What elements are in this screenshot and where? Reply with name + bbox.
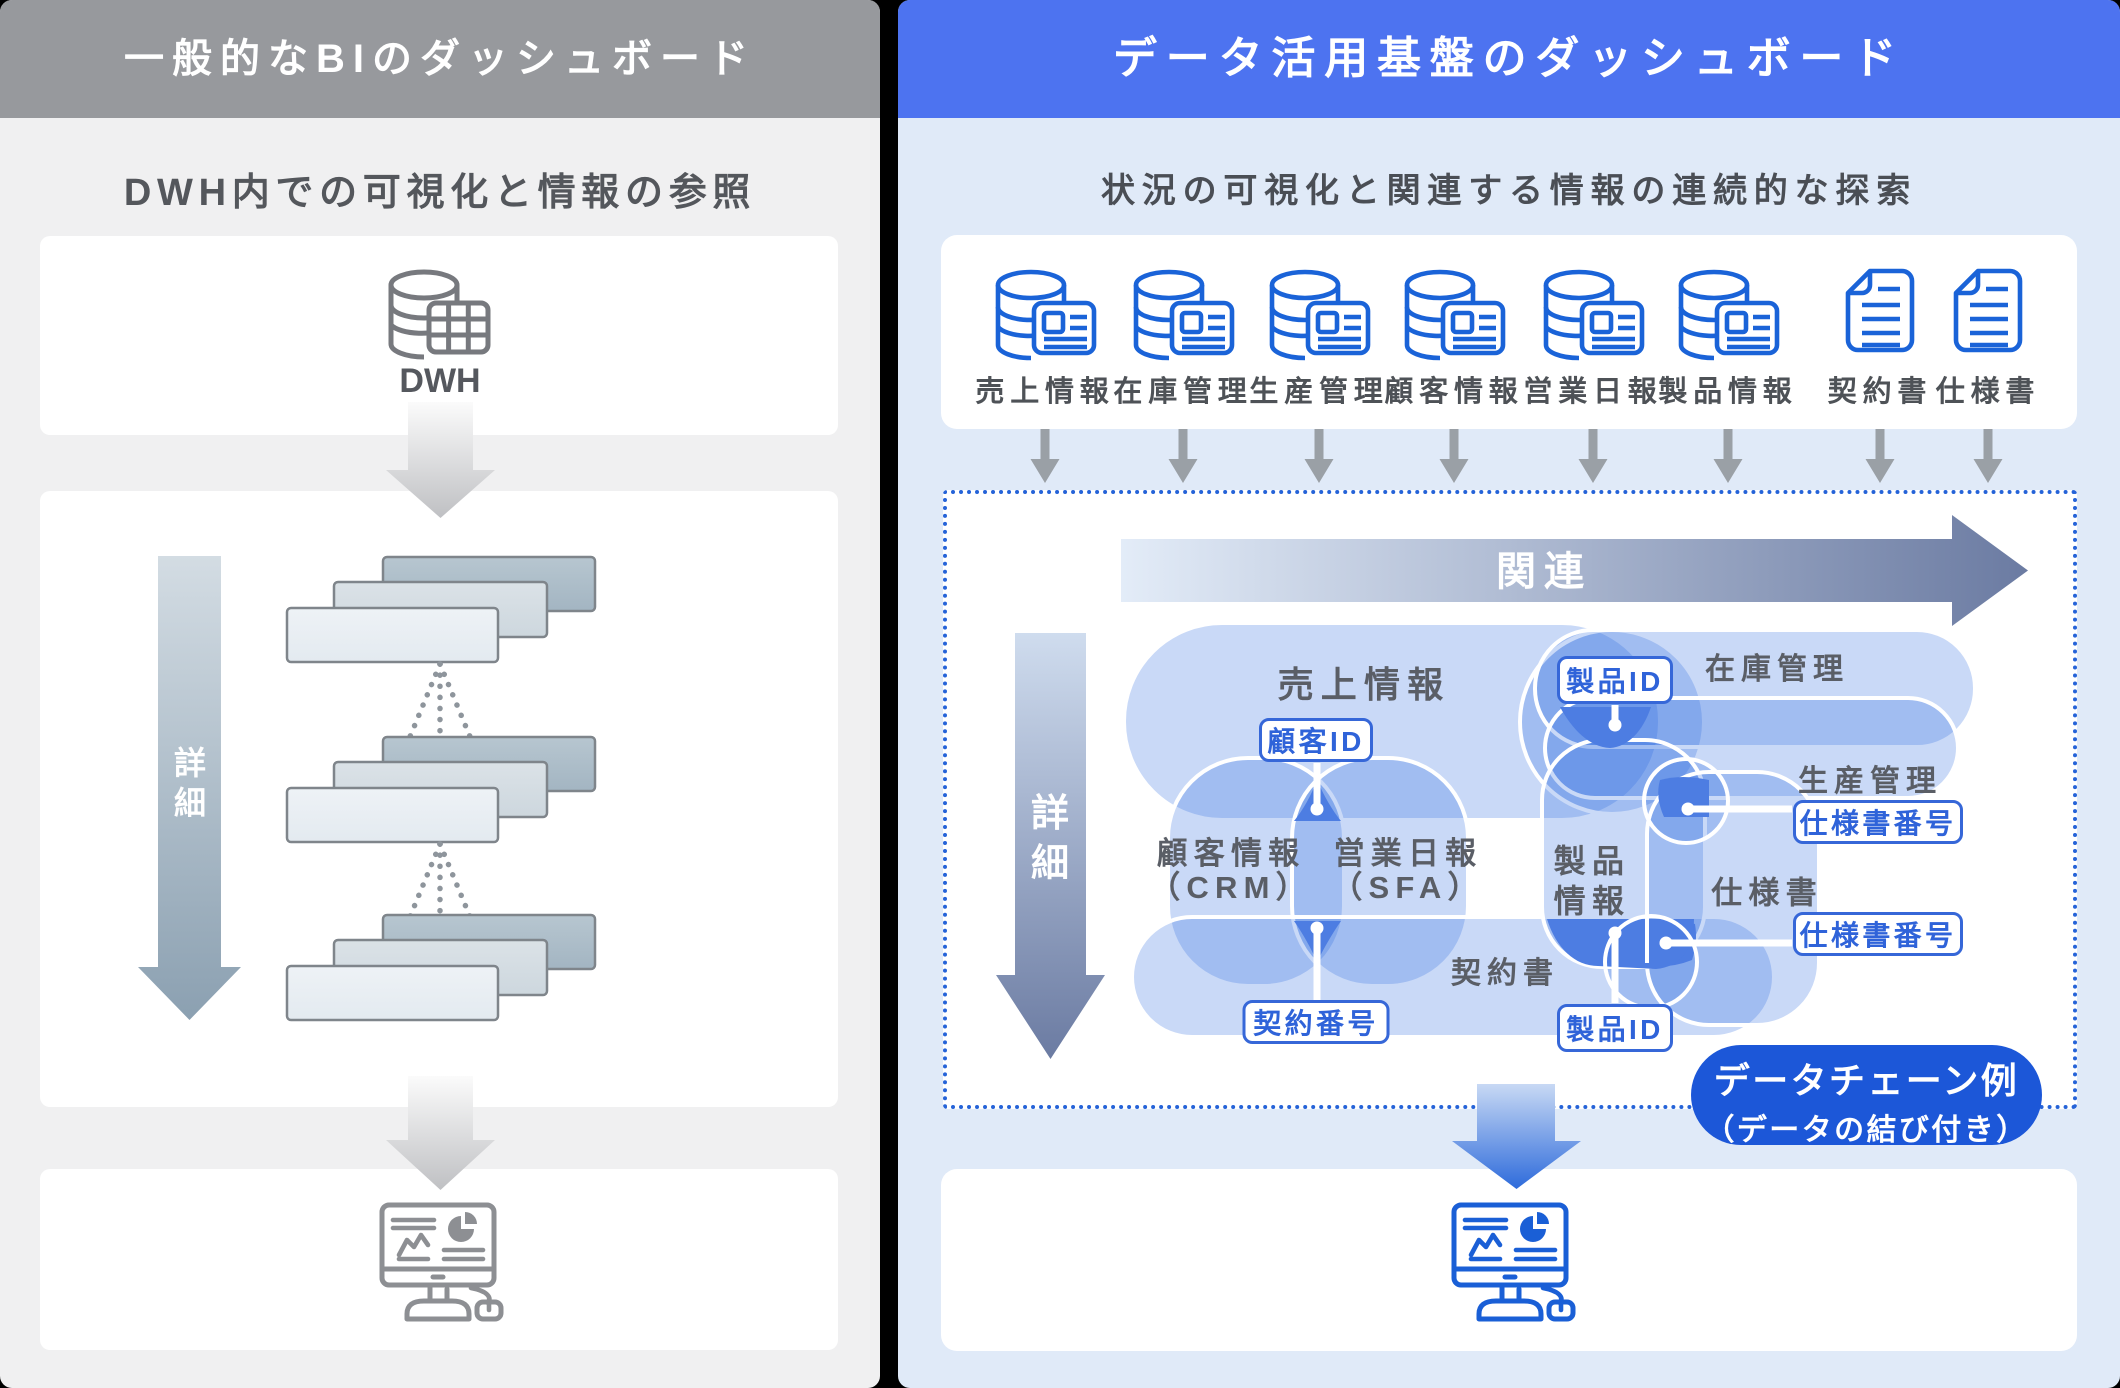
svg-text:詳: 詳: [174, 745, 206, 781]
svg-text:関連: 関連: [1496, 550, 1592, 594]
svg-text:細: 細: [1031, 843, 1069, 885]
svg-text:細: 細: [174, 785, 206, 821]
svg-text:詳: 詳: [1031, 793, 1069, 835]
